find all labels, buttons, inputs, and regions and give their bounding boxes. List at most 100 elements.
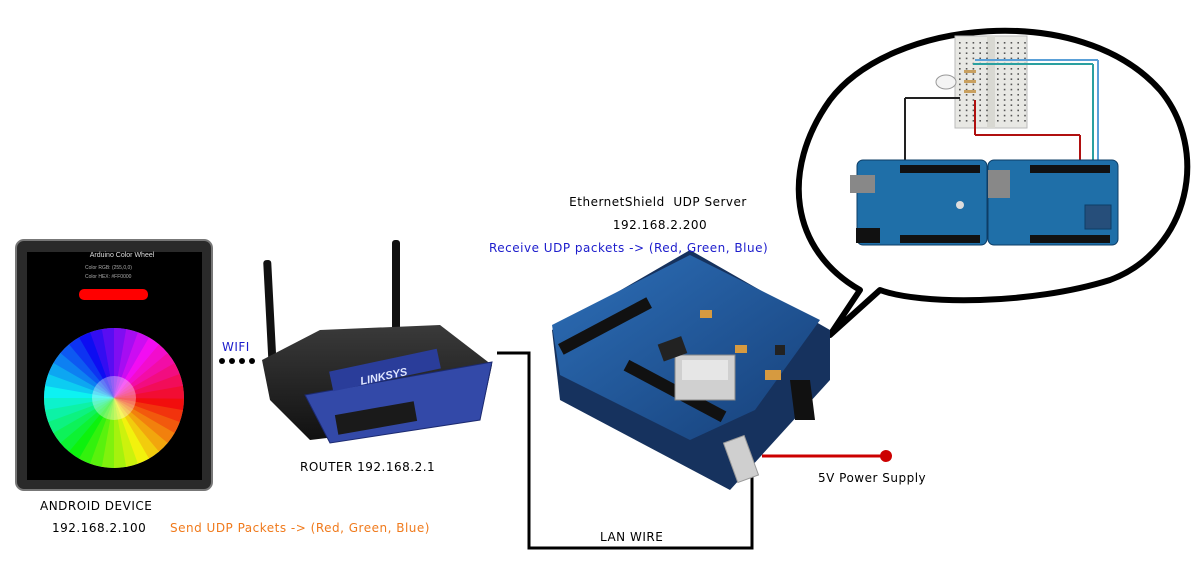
breadboard-hole [959,73,961,75]
breadboard-hole [1024,47,1026,49]
breadboard-hole [1010,52,1013,54]
breadboard-hole [959,109,961,112]
breadboard-hole [1024,68,1026,70]
breadboard-hole [1003,57,1006,60]
breadboard-hole [1003,109,1006,112]
breadboard-hole [1024,88,1026,91]
breadboard-hole [986,73,988,75]
breadboard-hole [1010,57,1013,60]
breadboard-hole [997,120,999,122]
router-image [262,240,493,444]
color-wheel-slice [114,337,160,398]
color-wheel-slice [101,328,115,398]
breadboard-hole [986,42,988,44]
breadboard-hole [1003,94,1006,96]
breadboard-hole [986,109,988,112]
breadboard-hole [959,120,961,122]
arduino-boards-image [850,159,1119,246]
breadboard-hole [965,120,968,122]
breadboard-hole [979,73,981,75]
breadboard-hole [965,57,968,60]
breadboard-hole [1024,114,1026,117]
breadboard-hole [1024,104,1026,106]
power-supply-label: 5V Power Supply [818,471,927,485]
breadboard-hole [1010,104,1013,106]
breadboard-hole [965,109,968,112]
breadboard-hole [1017,68,1019,70]
breadboard-hole [959,99,961,101]
breadboard-hole [997,104,999,106]
breadboard-hole [1017,78,1019,80]
breadboard-hole [1010,114,1013,117]
breadboard-hole [1024,94,1026,96]
breadboard-hole [959,88,961,91]
breadboard-hole [972,94,975,96]
breadboard-hole [965,99,968,101]
breadboard-hole [1003,83,1006,86]
breadboard-hole [1010,68,1013,70]
breadboard-hole [986,88,988,91]
breadboard-hole [986,52,988,54]
color-wheel-slice [89,398,114,467]
breadboard-hole [965,42,968,44]
breadboard-hole [997,73,999,75]
breadboard-hole [965,73,968,75]
breadboard-hole [972,99,975,101]
breadboard-hole [1003,52,1006,54]
breadboard-hole [972,78,975,80]
breadboard-hole [965,104,968,106]
breadboard-hole [979,94,981,96]
breadboard-hole [1017,73,1019,75]
breadboard-hole [986,94,988,96]
breadboard-hole [1010,99,1013,101]
breadboard-hole [979,83,981,86]
breadboard-hole [959,42,961,44]
send-udp-label: Send UDP Packets -> (Red, Green, Blue) [170,521,430,535]
breadboard-hole [1017,42,1019,44]
color-wheel-slice [44,398,114,422]
breadboard-hole [1003,47,1006,49]
breadboard-hole [1003,120,1006,122]
breadboard-hole [959,68,961,70]
breadboard-hole [972,120,975,122]
app-title: Arduino Color Wheel [89,252,155,259]
breadboard-hole [1024,57,1026,60]
color-wheel-slice [114,398,168,453]
breadboard-hole [1010,73,1013,75]
color-wheel-slice [114,363,181,398]
breadboard-hole [1024,120,1026,122]
breadboard-hole [972,83,975,86]
breadboard-hole [986,57,988,60]
color-wheel-slice [114,398,183,423]
breadboard-hole [1003,114,1006,117]
color-wheel-slice [114,353,175,398]
lan-wire-label: LAN WIRE [600,530,664,544]
color-wheel-slice [79,331,114,398]
color-wheel-slice [114,329,139,398]
breadboard-hole [972,52,975,54]
breadboard-hole [972,88,975,91]
wifi-link [219,358,255,364]
color-wheel-slice [78,398,114,464]
color-wheel-slice [44,397,114,411]
app-rgb-text: Color RGB: (255,0,0) [85,265,132,271]
breadboard-hole [1017,47,1019,49]
breadboard-hole [1024,78,1026,80]
breadboard-hole [1017,88,1019,91]
color-wheel-slice [114,374,184,398]
breadboard-hole [979,68,981,70]
breadboard-hole [979,99,981,101]
breadboard-hole [1017,104,1019,106]
color-wheel-slice [114,398,138,468]
breadboard-hole [1003,88,1006,91]
breadboard-hole [1010,120,1013,122]
breadboard-hole [972,73,975,75]
receive-udp-label: Receive UDP packets -> (Red, Green, Blue… [489,241,769,255]
breadboard-image [904,35,1099,162]
breadboard-hole [1003,78,1006,80]
breadboard-hole [1010,88,1013,91]
breadboard-hole [1024,109,1026,112]
breadboard-hole [979,57,981,60]
